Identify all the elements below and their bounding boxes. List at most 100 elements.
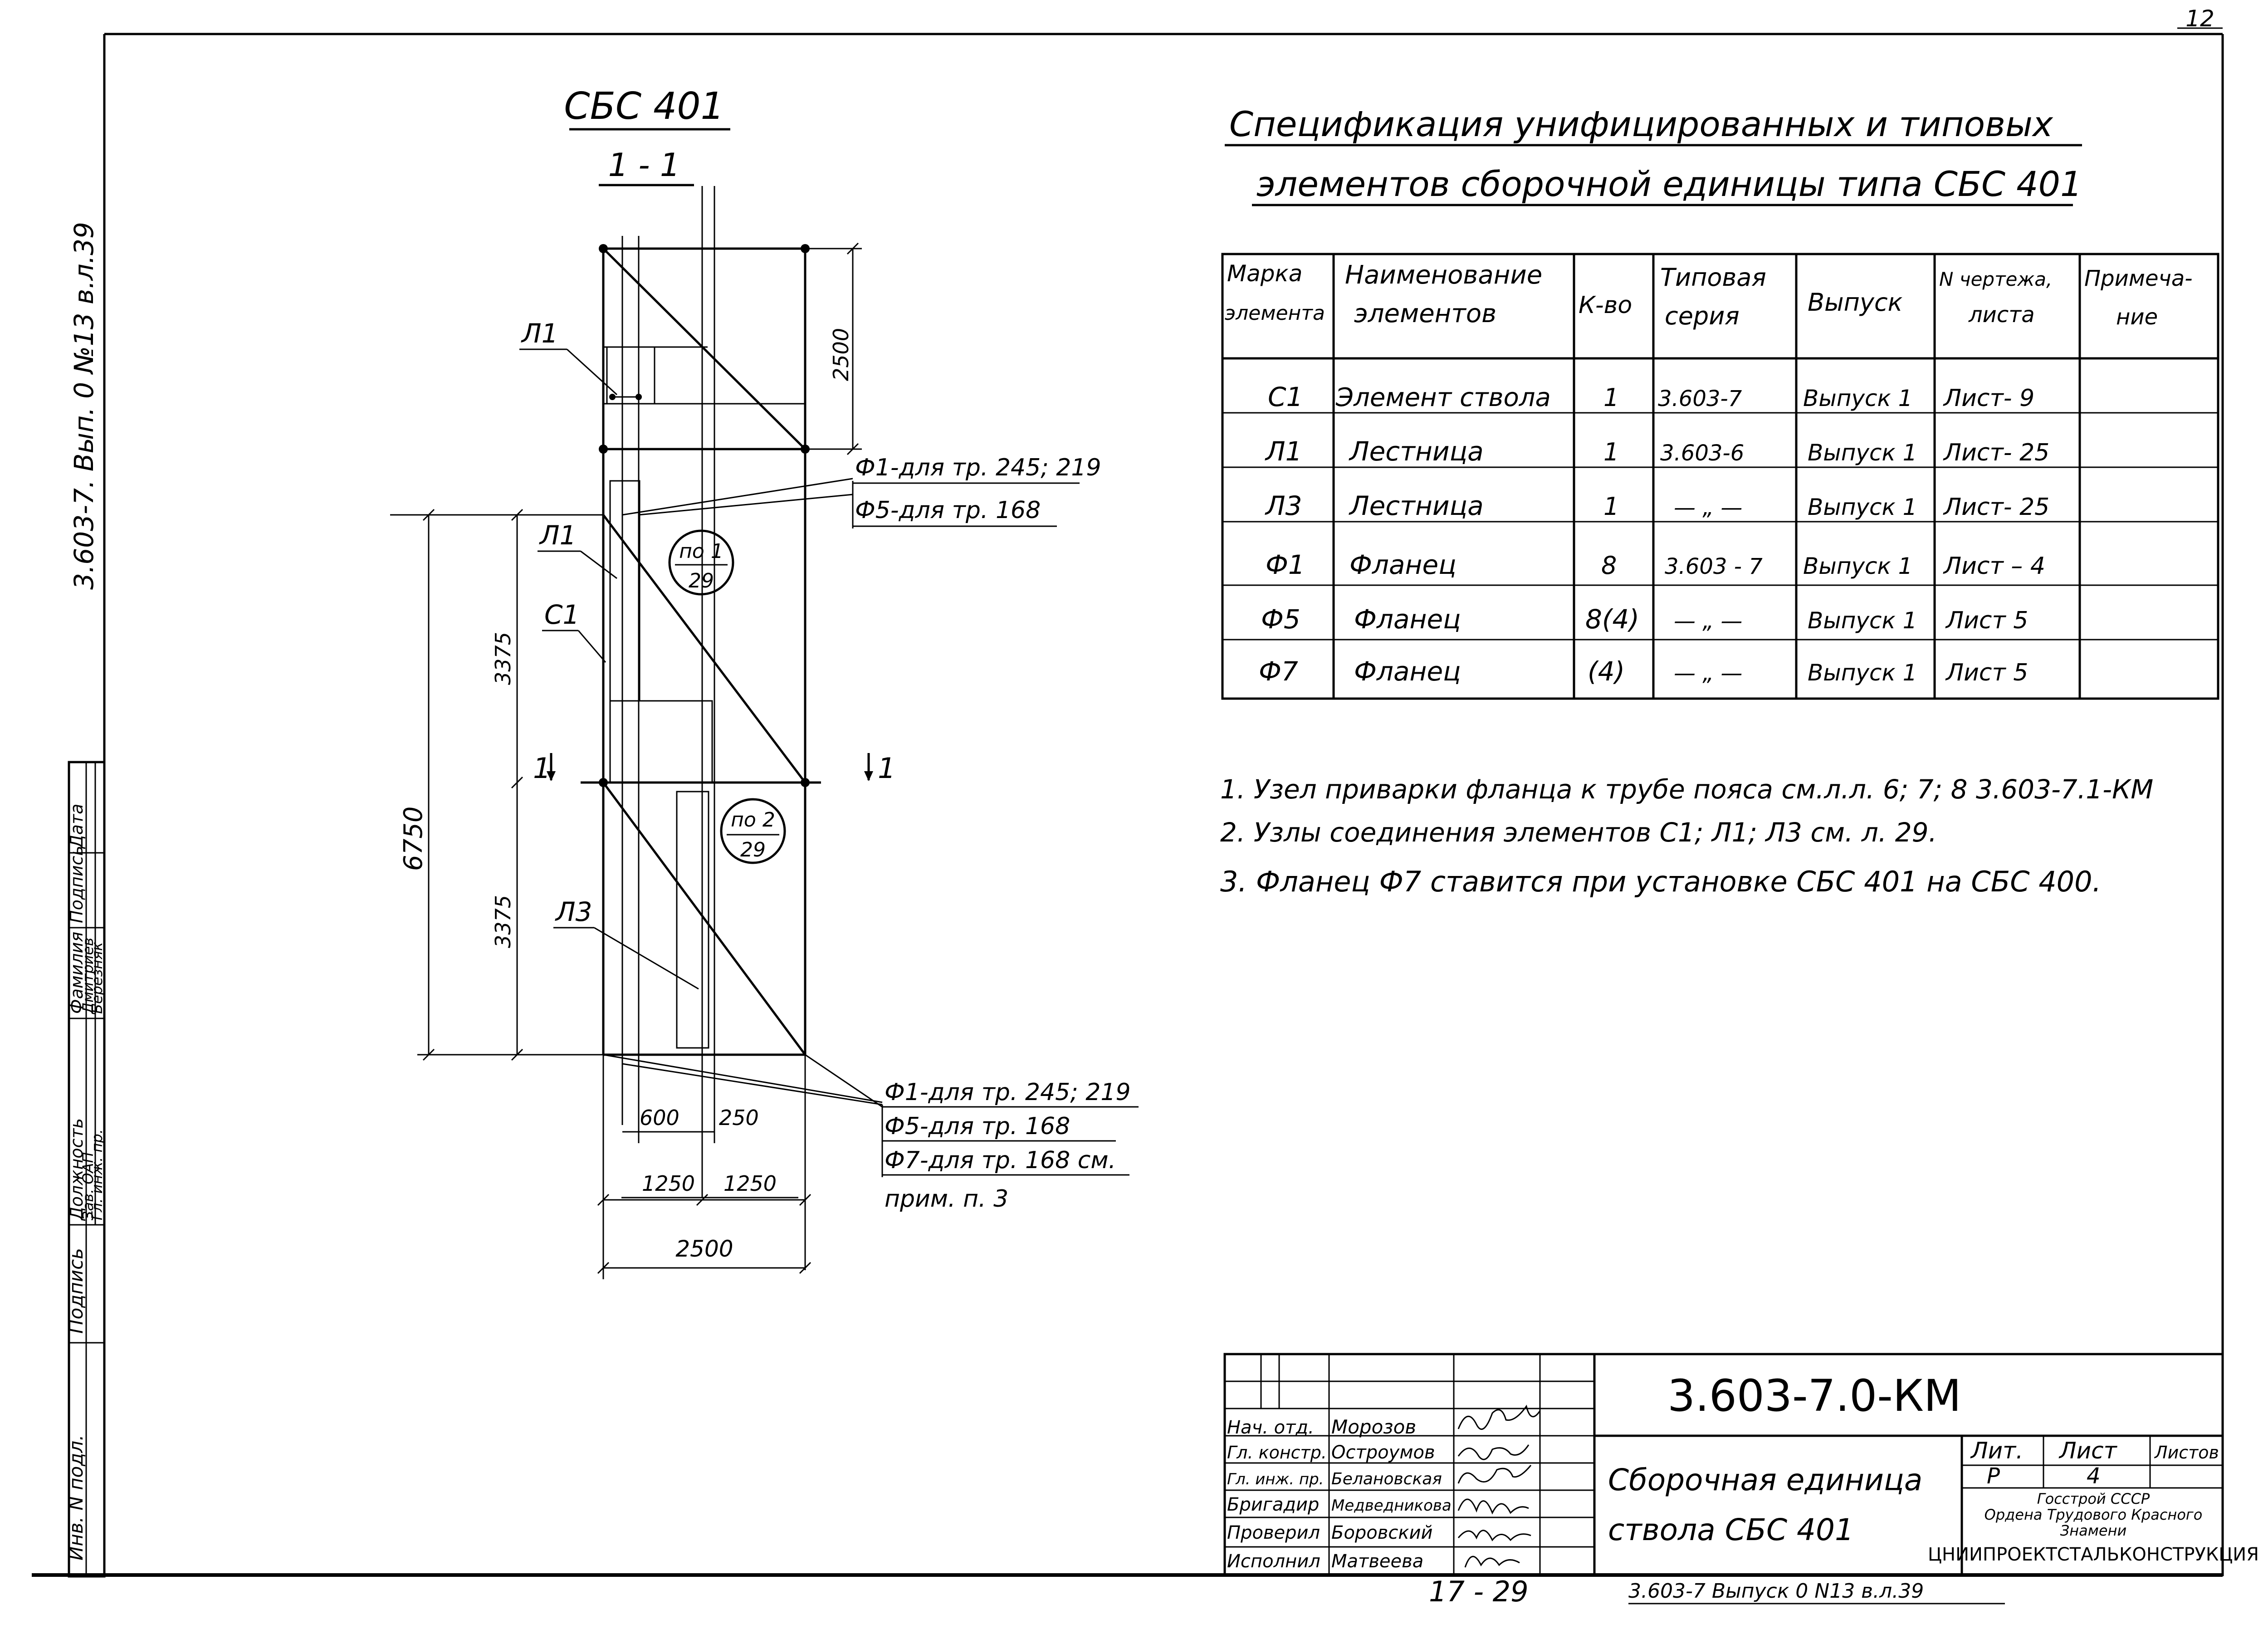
flange-note-lower-1: Ф1-для тр. 245; 219 — [885, 1079, 1131, 1106]
spec-r1-sheet: Лист- 9 — [1943, 385, 2034, 412]
spec-r5-sheet: Лист 5 — [1945, 607, 2028, 634]
dim-250: 250 — [719, 1106, 759, 1130]
spec-h-issue: Выпуск — [1808, 288, 1903, 317]
dim-half-right: 1250 — [723, 1171, 777, 1196]
spec-r5-issue: Выпуск 1 — [1808, 607, 1917, 634]
title-desc-2: ствола СБС 401 — [1608, 1512, 1854, 1547]
staff-role-5: Проверил — [1227, 1522, 1320, 1543]
callout-1-top: по 1 — [679, 540, 723, 563]
spec-r1-qty: 1 — [1603, 383, 1619, 412]
spec-r1-name: Элемент ствола — [1335, 383, 1551, 412]
spec-r3-name: Лестница — [1349, 490, 1484, 521]
dim-upper: 3375 — [491, 632, 515, 685]
spec-r4-series: 3.603 - 7 — [1665, 554, 1763, 579]
lit-label: Лит. — [1970, 1438, 2023, 1464]
list-value: 4 — [2087, 1463, 2101, 1489]
spec-r6-name: Фланец — [1354, 656, 1461, 687]
title-code: 3.603-7.0-КМ — [1667, 1370, 1961, 1421]
strip-row2-name: Березняк — [88, 942, 106, 1014]
spec-r2-issue: Выпуск 1 — [1808, 440, 1917, 466]
spec-r2-name: Лестница — [1349, 436, 1484, 467]
strip-header-dolzhnost: Должность — [67, 1118, 87, 1221]
label-c1: С1 — [544, 599, 579, 630]
callout-1 — [668, 529, 734, 596]
spec-r3-sheet: Лист- 25 — [1943, 494, 2049, 521]
callout-2 — [720, 798, 786, 864]
spec-title-line1: Спецификация унифицированных и типовых — [1229, 104, 2053, 144]
spec-r3-issue: Выпуск 1 — [1808, 494, 1917, 520]
spec-h-note-2: ние — [2116, 304, 2158, 330]
staff-name-5: Боровский — [1331, 1522, 1433, 1543]
note-3: 3. Фланец Ф7 ставится при установке СБС … — [1220, 865, 2101, 898]
staff-role-6: Исполнил — [1227, 1551, 1320, 1572]
callout-2-bottom: 29 — [740, 838, 766, 861]
staff-name-6: Матвеева — [1331, 1551, 1423, 1572]
callout-2-top: по 2 — [731, 808, 775, 832]
spec-r6-mark: Ф7 — [1259, 656, 1298, 687]
spec-r1-series: 3.603-7 — [1658, 386, 1742, 411]
spec-h-sheet-1: N чертежа, — [1939, 268, 2052, 290]
dim-600: 600 — [640, 1106, 679, 1130]
strip-header-data: Дата — [67, 804, 87, 849]
spec-r3-mark: Л3 — [1265, 490, 1302, 521]
title-desc-1: Сборочная единица — [1608, 1463, 1922, 1497]
lit-value: Р — [1987, 1463, 2000, 1489]
dim-lower: 3375 — [491, 895, 515, 948]
org-line-3: Знамени — [2060, 1522, 2127, 1539]
staff-role-1: Нач. отд. — [1227, 1417, 1314, 1438]
list-label: Лист — [2058, 1438, 2118, 1464]
flange-note-lower-3: Ф7-для тр. 168 см. — [885, 1147, 1116, 1174]
flange-note-lower-4: прим. п. 3 — [885, 1185, 1008, 1213]
callout-1-bottom: 29 — [689, 569, 714, 592]
org-line-2: Ордена Трудового Красного — [1984, 1506, 2203, 1523]
strip-podpis: Подпись — [65, 1248, 87, 1334]
strip-inv: Инв. N подл. — [65, 1435, 87, 1561]
dimensions — [390, 242, 862, 1279]
spec-r5-name: Фланец — [1354, 604, 1461, 635]
signatures — [1457, 1404, 1541, 1568]
org-line-4: ЦНИИПРОЕКТСТАЛЬКОНСТРУКЦИЯ — [1928, 1544, 2259, 1565]
flange-notes-upper-leaders — [622, 478, 1080, 528]
staff-role-3: Гл. инж. пр. — [1227, 1470, 1324, 1488]
spec-r4-sheet: Лист – 4 — [1943, 553, 2045, 580]
label-l1-mid: Л1 — [539, 520, 577, 551]
footer-left: 17 - 29 — [1429, 1575, 1529, 1608]
dim-half-left: 1250 — [642, 1171, 695, 1196]
drawing-title: СБС 401 — [564, 85, 724, 128]
spec-r6-issue: Выпуск 1 — [1808, 660, 1917, 686]
spec-h-note-1: Примеча- — [2084, 266, 2193, 291]
label-l1-top: Л1 — [521, 318, 558, 349]
title-block-grid — [1223, 1353, 2224, 1576]
spec-r5-series: — „ — — [1674, 608, 1742, 634]
strip-header-familiya: Фамилия — [67, 932, 87, 1014]
cut-left-label: 1 — [533, 752, 551, 785]
left-stamp-strip — [68, 761, 106, 1578]
spec-h-series-1: Типовая — [1660, 263, 1766, 292]
spec-r1-issue: Выпуск 1 — [1803, 385, 1912, 411]
flange-notes-lower-leaders — [603, 1054, 1139, 1177]
staff-role-2: Гл. констр. — [1227, 1443, 1327, 1463]
spec-r2-qty: 1 — [1603, 438, 1619, 466]
spec-table-grid — [1221, 253, 2219, 700]
spec-h-mark-2: элемента — [1225, 302, 1325, 325]
spec-r5-mark: Ф5 — [1261, 604, 1300, 635]
spec-h-name-2: элементов — [1354, 299, 1496, 328]
sheet-number: 12 — [2185, 5, 2214, 32]
section-label: 1 - 1 — [608, 147, 680, 184]
spec-h-series-2: серия — [1665, 302, 1740, 330]
label-l3: Л3 — [555, 896, 592, 927]
staff-name-2: Остроумов — [1331, 1442, 1435, 1463]
staff-name-4: Медведникова — [1331, 1497, 1452, 1515]
dim-top: 2500 — [829, 328, 853, 381]
flange-note-lower-2: Ф5-для тр. 168 — [885, 1113, 1070, 1140]
spec-r1-mark: С1 — [1268, 382, 1303, 412]
spec-r6-series: — „ — — [1674, 660, 1742, 686]
spec-r4-issue: Выпуск 1 — [1803, 553, 1912, 579]
dim-width: 2500 — [675, 1236, 733, 1262]
org-line-1: Госстрой СССР — [2037, 1490, 2150, 1507]
strip-header-podpis: Подпись — [67, 846, 87, 923]
spec-h-sheet-2: листа — [1968, 302, 2035, 328]
strip-row2-role: Гл. инж. пр. — [88, 1129, 106, 1220]
strip-row1-role: Зав. ОАП — [79, 1152, 97, 1220]
note-1: 1. Узел приварки фланца к трубе пояса см… — [1220, 774, 2153, 805]
